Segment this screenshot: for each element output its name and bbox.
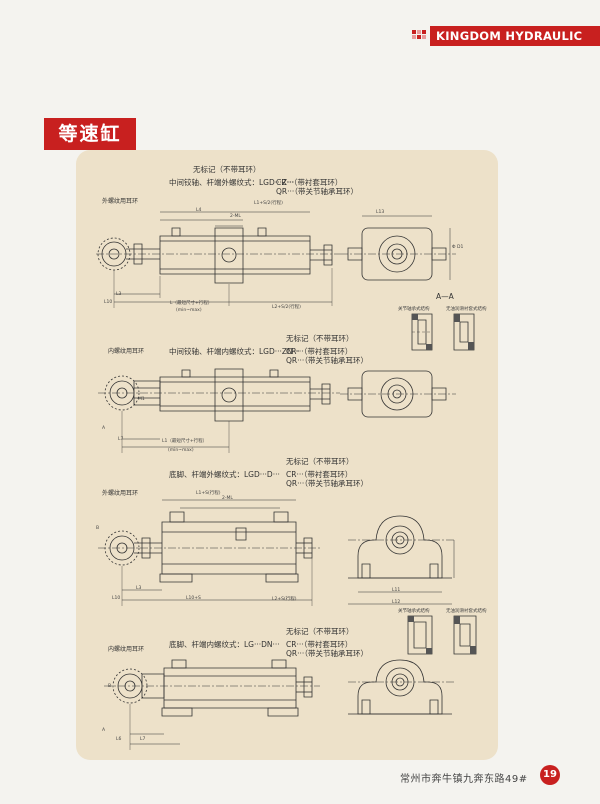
dim-l-min-max: (min~max) [176, 308, 202, 313]
variant-3-drawing [100, 486, 500, 614]
dim-l3-3: L3 [136, 586, 142, 591]
dim-l3: L3 [116, 292, 122, 297]
variant-4-desc: 底脚、杆端内螺纹式：LG···DN··· [169, 640, 280, 649]
variant-3-opt3: QR···（带关节轴承耳环） [286, 479, 369, 488]
variant-2-opt3: QR···（带关节轴承耳环） [286, 356, 369, 365]
dim-a-4: A [102, 728, 106, 733]
brand-header: KINGDOM HYDRAULIC [412, 26, 600, 46]
dim-l6-4: L6 [116, 737, 122, 742]
section-aa-bushing-2: 无油润滑衬套式结构 [446, 609, 487, 614]
drawing-panel: 无标记（不带耳环） 中间铰轴、杆端外螺纹式：LGD···Z··· CR···（带… [76, 150, 498, 760]
dim-l1-stroke: L1（最短尺寸+行程） [162, 439, 208, 444]
dim-d1: Φ D1 [452, 245, 464, 250]
dim-l7-4: L7 [140, 737, 146, 742]
variant-2-drawing [100, 355, 500, 460]
dim-l10-3: L10 [112, 596, 121, 601]
variant-4-opt2: CR···（带衬套耳环） [286, 640, 353, 649]
variant-3-opt1: 无标记（不带耳环） [286, 457, 354, 466]
variant-1-opt3: QR···（带关节轴承耳环） [276, 187, 359, 196]
section-aa-bushing: 无油润滑衬套式结构 [446, 307, 487, 312]
dim-m1: M1 [138, 397, 145, 402]
variant-2-desc: 中间铰轴、杆端内螺纹式：LGD···ZN··· [169, 347, 300, 356]
brand-name: KINGDOM HYDRAULIC [430, 26, 600, 46]
dim-l-stroke: L（最短尺寸+行程） [170, 301, 213, 306]
section-aa-drawing-1 [398, 312, 498, 357]
section-aa-drawing-2 [398, 614, 498, 659]
section-aa-label: A—A [436, 292, 454, 301]
variant-3-end-label: 外螺纹用耳环 [102, 490, 139, 497]
dim-l10s: L10+S [186, 596, 201, 601]
variant-3-opt2: CR···（带衬套耳环） [286, 470, 353, 479]
dim-a: A [102, 426, 106, 431]
dim-l11: L11 [392, 588, 401, 593]
variant-1-opt2: CR···（带衬套耳环） [276, 178, 343, 187]
dim-l2s2: L2+S/2(行程) [272, 305, 301, 310]
dim-l2sb: L2+S(行程) [272, 597, 297, 602]
variant-4-opt3: QR···（带关节轴承耳环） [286, 649, 369, 658]
dim-2ml-3: 2-ML [222, 496, 233, 501]
dim-b: B [96, 526, 100, 531]
variant-4-opt1: 无标记（不带耳环） [286, 627, 354, 636]
section-aa-joint-bearing-2: 关节轴承式结构 [398, 609, 430, 614]
brand-squares-icon [412, 30, 426, 42]
section-aa-joint-bearing: 关节轴承式结构 [398, 307, 430, 312]
footer-address: 常州市奔牛镇九奔东路49# [400, 774, 528, 785]
dim-l-min-max-2: (min~max) [168, 448, 194, 453]
dim-l4: L4 [196, 208, 202, 213]
dim-b-4: B [108, 684, 112, 689]
variant-2-opt1: 无标记（不带耳环） [286, 334, 354, 343]
dim-l12: L12 [392, 600, 401, 605]
dim-l13: L13 [376, 210, 385, 215]
dim-l7: L7 [118, 437, 124, 442]
variant-2-opt2: CR···（带衬套耳环） [286, 347, 353, 356]
variant-1-opt1: 无标记（不带耳环） [193, 165, 261, 174]
variant-4-drawing [100, 650, 500, 755]
section-title: 等速缸 [44, 118, 136, 150]
dim-l1s2: L1+S/2(行程) [254, 201, 283, 206]
variant-1-drawing [100, 198, 500, 313]
variant-1-end-label: 外螺纹用耳环 [102, 198, 139, 205]
variant-2-end-label: 内螺纹用耳环 [108, 348, 145, 355]
dim-2ml: 2-ML [230, 214, 241, 219]
dim-l10: L10 [104, 300, 113, 305]
page-number: 19 [540, 765, 560, 785]
dim-l1s: L1+S(行程) [196, 491, 221, 496]
variant-3-desc: 底脚、杆端外螺纹式：LGD···D··· [169, 470, 280, 479]
variant-4-end-label: 内螺纹用耳环 [108, 646, 145, 653]
variant-1-desc: 中间铰轴、杆端外螺纹式：LGD···Z··· [169, 178, 295, 187]
